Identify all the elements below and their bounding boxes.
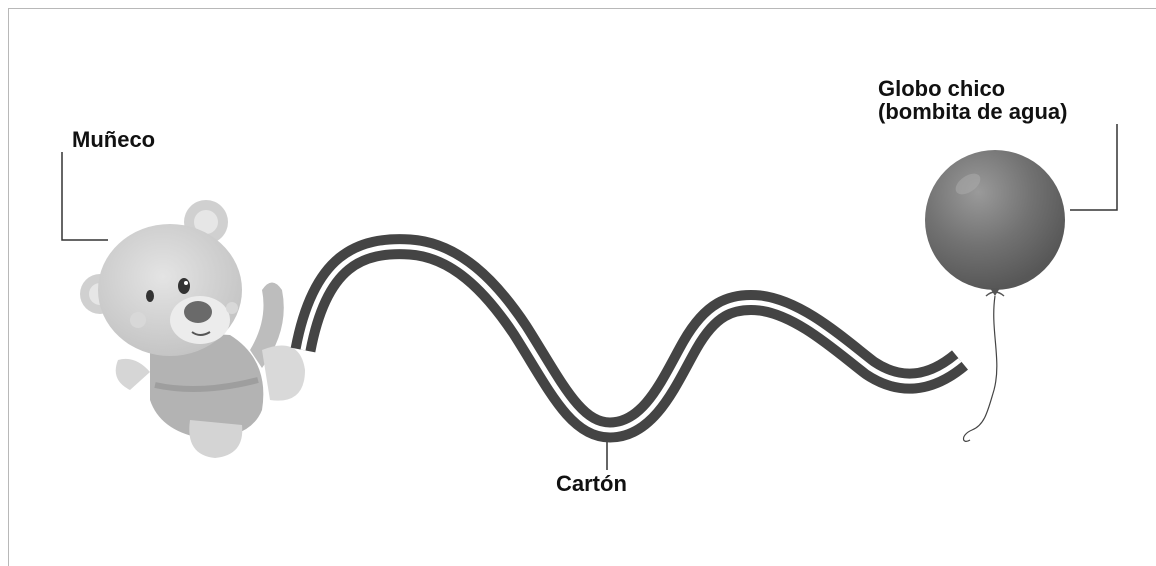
label-globo-line2: (bombita de agua)	[878, 100, 1067, 123]
leader-globo	[1070, 124, 1117, 210]
teddy-bear-icon	[80, 200, 305, 458]
carton-strip	[303, 247, 960, 430]
leader-muneco	[62, 152, 108, 240]
balloon-icon	[925, 150, 1065, 441]
label-globo-line1: Globo chico	[878, 77, 1067, 100]
label-carton: Cartón	[556, 472, 627, 495]
label-globo: Globo chico (bombita de agua)	[878, 77, 1067, 123]
label-muneco: Muñeco	[72, 128, 155, 151]
